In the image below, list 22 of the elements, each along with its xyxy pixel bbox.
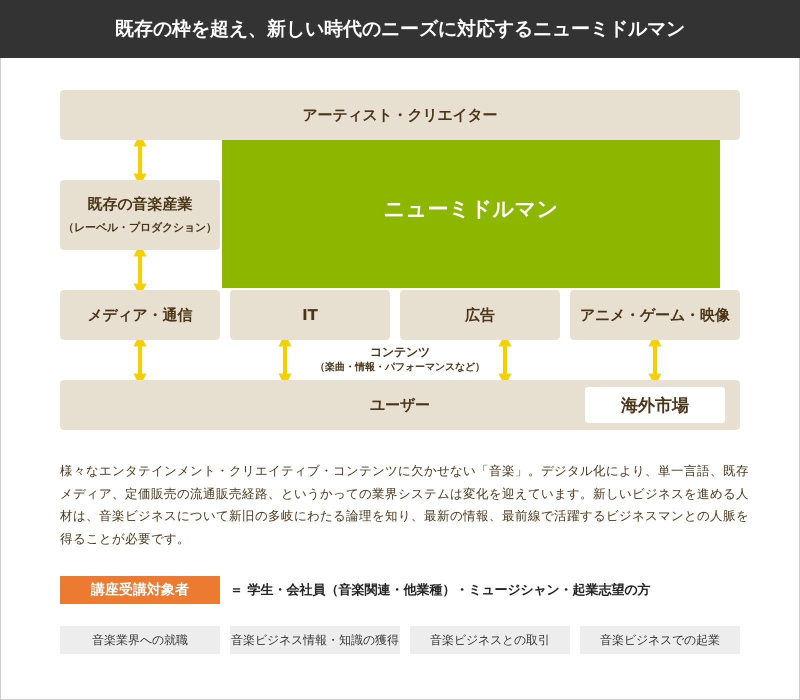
group-box [60,180,220,250]
group-box: 広告 [400,290,560,340]
goal-box: 音楽ビジネスとの取引 [410,626,570,654]
content-label: コンテンツ [369,344,431,361]
box-heading: ユーザー [370,396,430,414]
description-paragraph: 様々なエンタテインメント・クリエイティブ・コンテンツに欠かせない「音楽」。デジタル化により、単一言語、既存メディア、定価販売の流通販売経路、というかっての業界システムは変化を迎えています。新しいビジネスを進める人材は、音楽ビジネスについて新旧の多岐にわたる論理を知り、最新の情報、最前線で活躍するビジネスマンとの人脈を得ることが必要です。 [60,462,750,548]
title-bar: 既存の枠を超え、新しい時代のニーズに対応するニューミドルマン [0,0,800,58]
goal-box: 音楽ビジネスでの起業 [580,626,740,654]
goal-box: 音楽ビジネス情報・知識の獲得 [230,626,400,654]
box-subtitle: （レーベル・プロダクション） [63,220,217,235]
goal-box: 音楽業界への就職 [60,626,220,654]
group-box [60,380,740,430]
group-box: メディア・通信 [60,290,220,340]
group-box: IT [230,290,390,340]
box-heading: 既存の音楽産業 [88,195,192,214]
market-box: 海外市場 [585,387,725,423]
group-box: アニメ・ゲーム・映像 [570,290,740,340]
group-box: アーティスト・クリエイター [60,90,740,140]
content-note: （楽曲・情報・パフォーマンスなど） [314,360,486,374]
target-description: ＝ 学生・会社員（音楽関連・他業種）・ミュージシャン・起業志望の方 [230,582,651,599]
highlight-box: ニューミドルマン [222,140,720,288]
target-badge: 講座受講対象者 [60,576,220,604]
